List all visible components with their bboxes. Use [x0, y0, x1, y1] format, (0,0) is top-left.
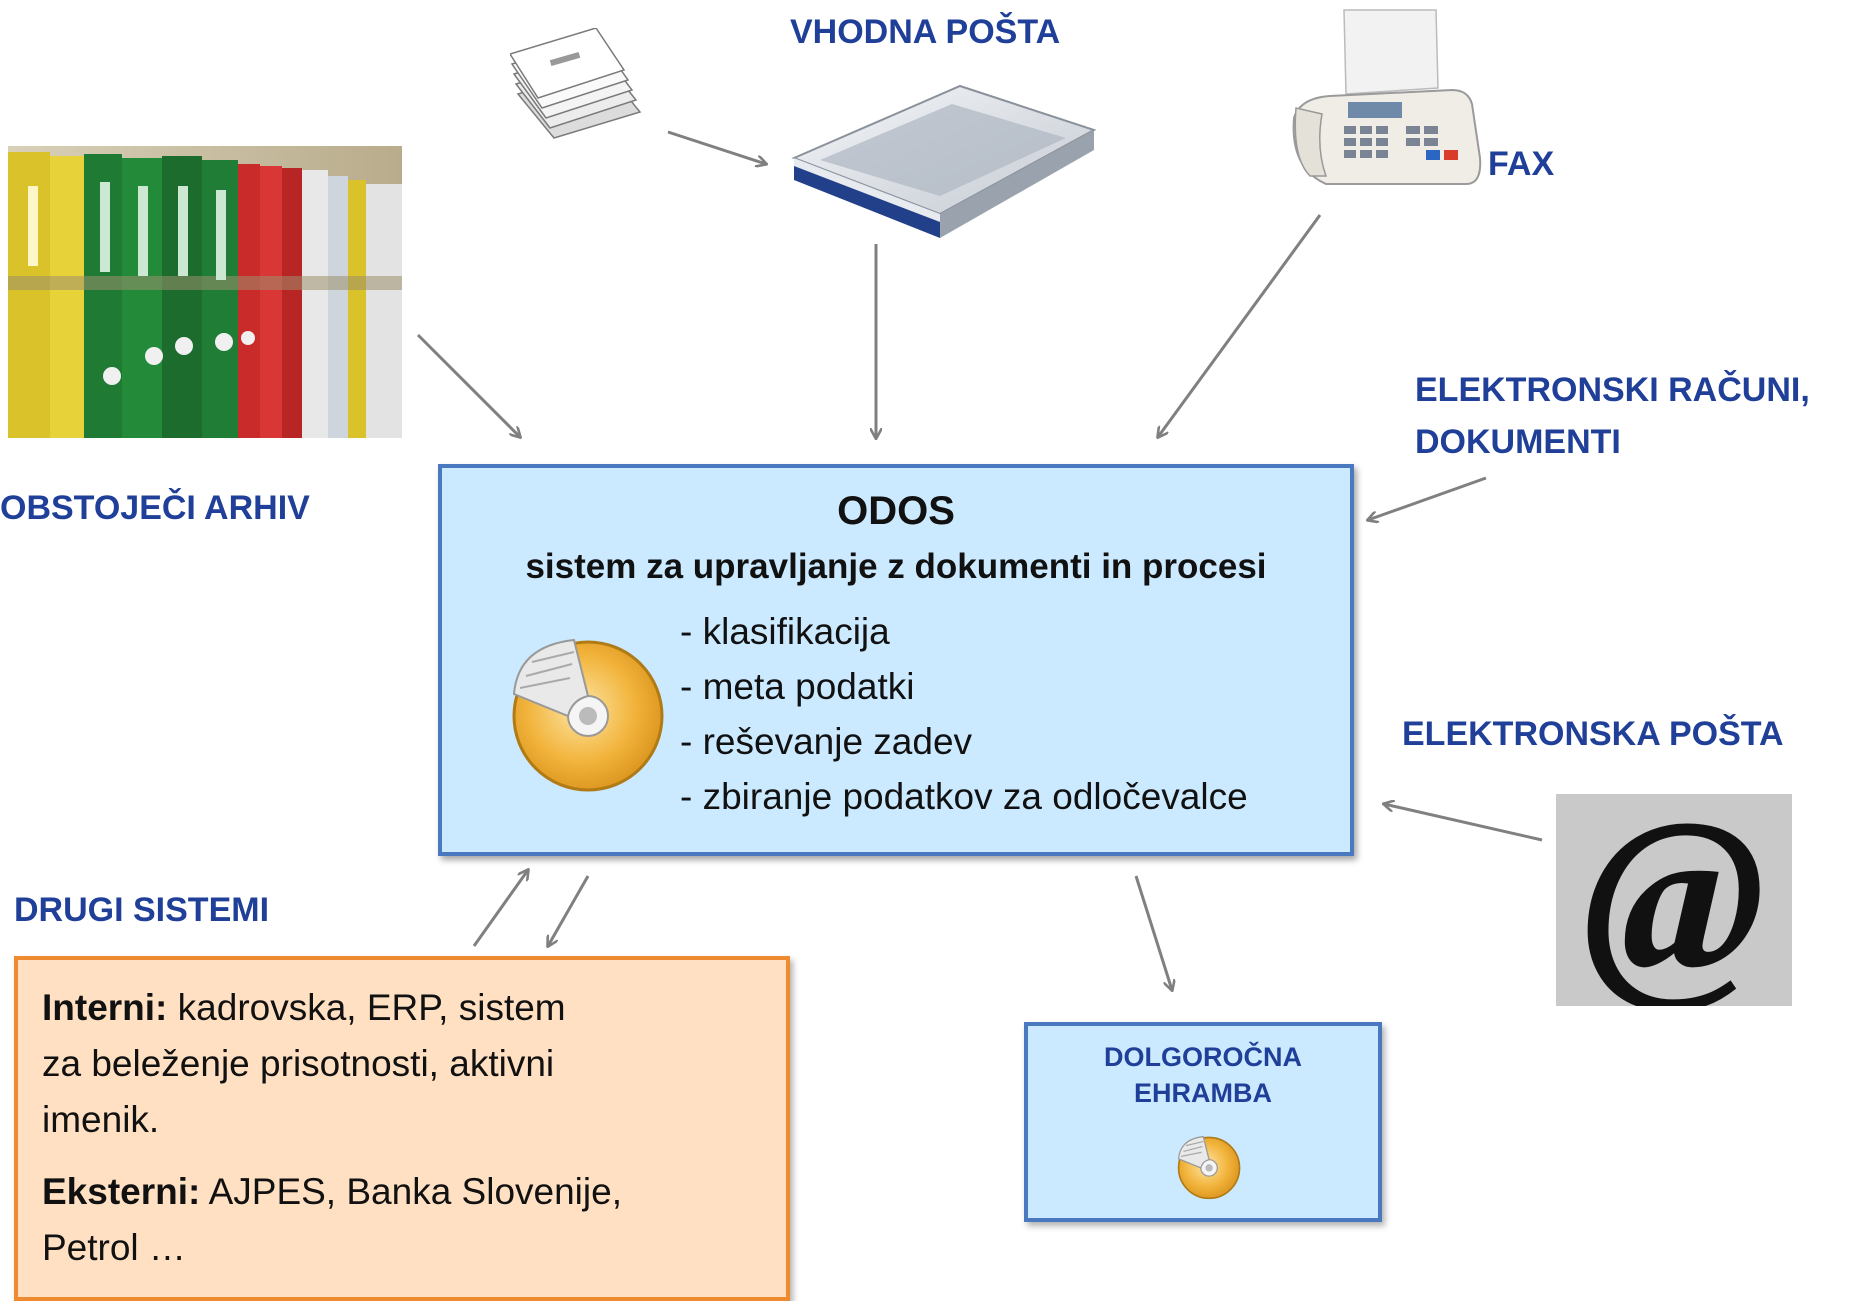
odos-feature-list: - klasifikacija - meta podatki - reševan… — [680, 604, 1248, 824]
label-elektronska-posta: ELEKTRONSKA POŠTA — [1402, 715, 1784, 753]
odos-title: ODOS — [837, 489, 955, 533]
binder-shelf-icon — [8, 146, 402, 438]
arrow-email-to-odos — [1384, 804, 1543, 842]
mail-stack-icon — [508, 27, 644, 140]
interni-line1: kadrovska, ERP, sistem — [167, 987, 566, 1028]
drugi-sistemi-box: Interni: kadrovska, ERP, sistem za belež… — [14, 956, 790, 1301]
at-sign-icon: @ — [1556, 774, 1792, 1018]
arrow-drugi-to-odos — [472, 870, 528, 947]
odos-feature-item: - klasifikacija — [680, 611, 890, 652]
fax-machine-icon — [1286, 8, 1486, 188]
label-elektronski-racuni-line2: DOKUMENTI — [1415, 423, 1621, 461]
arrow-archive-to-odos — [416, 333, 520, 437]
svg-text:@: @ — [1582, 794, 1765, 1006]
arrow-mail-to-scanner — [667, 130, 766, 164]
odos-feature-item: - zbiranje podatkov za odločevalce — [680, 776, 1248, 817]
odos-feature-item: - meta podatki — [680, 666, 915, 707]
label-fax: FAX — [1488, 145, 1555, 183]
label-drugi-sistemi: DRUGI SISTEMI — [14, 891, 270, 929]
arrow-eracuni-to-odos — [1368, 476, 1487, 520]
eksterni-line2: Petrol … — [42, 1227, 186, 1268]
eksterni-label: Eksterni: — [42, 1171, 201, 1212]
eksterni-paragraph: Eksterni: AJPES, Banka Slovenije, Petrol… — [42, 1164, 764, 1276]
odos-subtitle: sistem za upravljanje z dokumenti in pro… — [525, 547, 1267, 586]
dolgorocna-ehramba-box: DOLGOROČNA EHRAMBA — [1024, 1022, 1382, 1222]
arrow-odos-to-dolgorocna — [1134, 875, 1172, 990]
interni-label: Interni: — [42, 987, 168, 1028]
interni-line2: za beleženje prisotnosti, aktivni — [42, 1043, 555, 1084]
label-obstojeci-arhiv: OBSTOJEČI ARHIV — [0, 489, 310, 527]
document-disc-icon — [1172, 1130, 1242, 1200]
label-vhodna-posta: VHODNA POŠTA — [790, 13, 1061, 51]
odos-box: ODOS sistem za upravljanje z dokumenti i… — [438, 464, 1354, 856]
odos-feature-item: - reševanje zadev — [680, 721, 973, 762]
label-elektronski-racuni-line1: ELEKTRONSKI RAČUNI, — [1415, 371, 1810, 409]
arrow-odos-to-drugi — [548, 875, 590, 946]
eksterni-line1: AJPES, Banka Slovenije, — [200, 1171, 622, 1212]
interni-paragraph: Interni: kadrovska, ERP, sistem za belež… — [42, 980, 764, 1148]
scanner-icon — [790, 84, 1097, 240]
interni-line3: imenik. — [42, 1099, 160, 1140]
dolgorocna-line1: DOLGOROČNA — [1104, 1042, 1302, 1072]
dolgorocna-line2: EHRAMBA — [1134, 1078, 1272, 1108]
arrow-fax-to-odos — [1158, 214, 1322, 437]
document-disc-icon — [498, 624, 668, 794]
